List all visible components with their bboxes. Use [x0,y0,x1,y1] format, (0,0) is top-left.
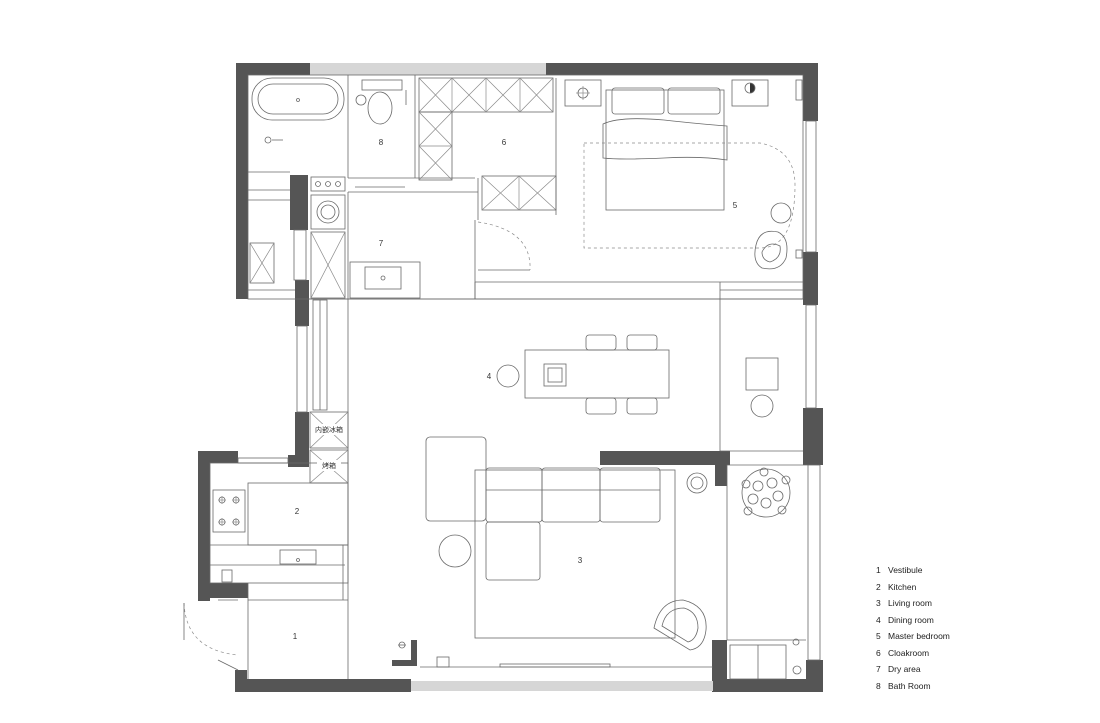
room-number-1: 1 [293,632,298,641]
cooktop [212,457,317,583]
legend-label: Bath Room [888,680,931,691]
bathtub [251,77,345,144]
legend-item: 3 Living room [876,596,1076,610]
legend-item: 7 Dry area [876,662,1076,676]
legend-item: 1 Vestibule [876,563,1076,577]
dry-area [310,176,421,299]
shower-tray [249,242,275,284]
fixture-labels: 内嵌冰箱 烤箱 [312,424,346,471]
room-number-6: 6 [502,138,507,147]
partitions [209,74,808,680]
legend-number: 7 [876,664,881,674]
toilet [355,79,407,125]
legend-number: 2 [876,581,881,592]
legend-number: 8 [876,680,881,691]
legend-item: 4 Dining room [876,613,1076,627]
legend-item: 5 Master bedroom [876,629,1076,643]
legend-number: 5 [876,631,881,641]
legend-item: 2 Kitchen [876,580,1076,594]
legend-number: 3 [876,598,881,608]
legend-label: Living room [888,598,932,608]
legend-item: 8 Bath Room [876,679,1076,693]
legend-label: Dry area [888,664,921,674]
legend-label: Cloakroom [888,647,930,658]
room-number-5: 5 [733,201,738,210]
legend-label: Kitchen [888,581,917,592]
legend-number: 4 [876,614,881,625]
dining-table [496,334,779,418]
legend-label: Vestibule [888,565,923,575]
bed [564,79,803,270]
legend-label: Dining room [888,614,934,625]
plant [741,467,802,675]
built-in-fridge-label: 内嵌冰箱 [315,425,343,434]
sofa [398,436,708,668]
legend-number: 6 [876,647,881,658]
room-numbers: 1 2 3 4 5 6 7 8 [293,138,738,641]
doors [183,186,531,671]
room-number-8: 8 [379,138,384,147]
room-number-2: 2 [295,507,300,516]
walls [198,63,823,692]
oven-label: 烤箱 [322,461,336,470]
room-number-3: 3 [578,556,583,565]
legend-item: 6 Cloakroom [876,646,1076,660]
appliance-column [309,299,349,484]
room-number-7: 7 [379,239,384,248]
legend-number: 1 [876,565,881,575]
wardrobes [418,77,557,215]
room-number-4: 4 [487,372,492,381]
legend-label: Master bedroom [888,631,950,641]
